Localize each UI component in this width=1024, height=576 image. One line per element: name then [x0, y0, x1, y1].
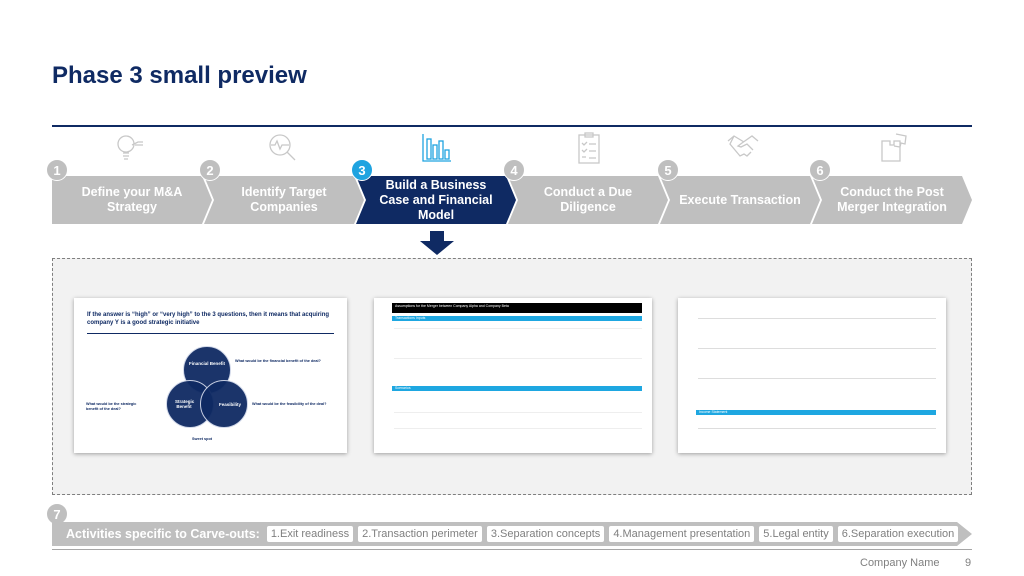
- step-label: Build a Business Case and Financial Mode…: [379, 177, 493, 222]
- sheet-rows: [394, 358, 642, 359]
- carveout-chip[interactable]: 1.Exit readiness: [266, 526, 354, 542]
- step-label: Identify Target Companies: [241, 185, 327, 214]
- page-number: 9: [965, 557, 972, 569]
- title-divider: [52, 125, 972, 127]
- step-number-1: 1: [46, 159, 68, 181]
- sheet-section: Income Statement: [696, 410, 936, 415]
- step-label: Conduct the Post Merger Integration: [837, 185, 947, 214]
- venn-label: Financial Benefit: [188, 361, 225, 366]
- preview-heading: If the answer is “high” or “very high” t…: [87, 312, 330, 326]
- carveout-chip[interactable]: 6.Separation execution: [837, 526, 959, 542]
- step-3[interactable]: Build a Business Case and Financial Mode…: [356, 176, 516, 224]
- step-number-4: 4: [503, 159, 525, 181]
- divider: [87, 333, 334, 334]
- step-4[interactable]: Conduct a Due Diligence: [508, 176, 668, 224]
- lightbulb-icon: [117, 135, 143, 160]
- sweet-spot-label: Sweet spot: [192, 437, 213, 441]
- carveouts-bar: Activities specific to Carve-outs: 1.Exi…: [52, 522, 972, 546]
- down-arrow-icon: [420, 231, 454, 255]
- preview-slide-strategy[interactable]: If the answer is “high” or “very high” t…: [74, 298, 347, 453]
- clipboard-checklist-icon: [578, 132, 600, 164]
- step-number-3: 3: [351, 159, 373, 181]
- question-feasibility: What would be the feasibility of the dea…: [252, 402, 327, 406]
- preview-financial-model-sheet[interactable]: Income Statement: [678, 298, 946, 453]
- venn-label: Strategic Benefit: [175, 399, 195, 409]
- venn-feasibility: Feasibility: [200, 380, 248, 428]
- step-2[interactable]: Identify Target Companies: [204, 176, 364, 224]
- carveout-chip[interactable]: 2.Transaction perimeter: [358, 526, 482, 542]
- step-label: Define your M&A Strategy: [81, 185, 183, 214]
- sheet-section: Scenarios: [392, 386, 642, 391]
- sheet-section: Transactions Inputs: [392, 316, 642, 321]
- magnifier-pulse-icon: [269, 134, 296, 161]
- preview-assumptions-sheet[interactable]: Assumptions for the Merger between Compa…: [374, 298, 652, 453]
- sheet-title: Assumptions for the Merger between Compa…: [392, 303, 642, 313]
- sheet-rows: [394, 412, 642, 413]
- sheet-rows: [698, 378, 936, 379]
- sheet-rows: [698, 348, 936, 349]
- footer-company: Company Name: [860, 557, 940, 569]
- carveout-chip[interactable]: 5.Legal entity: [759, 526, 833, 542]
- sheet-rows: [698, 428, 936, 429]
- venn-label: Feasibility: [218, 401, 241, 407]
- sheet-rows: [394, 428, 642, 429]
- question-strategic: What would be the strategic benefit of t…: [86, 402, 137, 411]
- carveout-chip[interactable]: 3.Separation concepts: [486, 526, 605, 542]
- footer-divider: [52, 549, 972, 550]
- step-5[interactable]: Execute Transaction: [660, 176, 820, 224]
- step-1[interactable]: Define your M&A Strategy: [52, 176, 212, 224]
- step-6[interactable]: Conduct the Post Merger Integration: [812, 176, 972, 224]
- bar-chart-icon: [422, 134, 451, 162]
- sheet-rows: [698, 318, 936, 319]
- step-number-7: 7: [46, 503, 68, 525]
- process-steps: Define your M&A Strategy Identify Target…: [52, 176, 977, 224]
- step-label: Execute Transaction: [679, 192, 801, 207]
- step-label: Conduct a Due Diligence: [543, 185, 633, 214]
- step-number-6: 6: [809, 159, 831, 181]
- step-number-5: 5: [657, 159, 679, 181]
- question-financial: What would be the financial benefit of t…: [235, 359, 321, 363]
- page-title: Phase 3 small preview: [52, 62, 307, 89]
- carveout-chip[interactable]: 4.Management presentation: [609, 526, 755, 542]
- step-number-2: 2: [199, 159, 221, 181]
- sheet-rows: [394, 328, 642, 329]
- puzzle-icon: [881, 133, 907, 162]
- handshake-icon: [727, 135, 759, 157]
- carveouts-label: Activities specific to Carve-outs:: [66, 527, 260, 541]
